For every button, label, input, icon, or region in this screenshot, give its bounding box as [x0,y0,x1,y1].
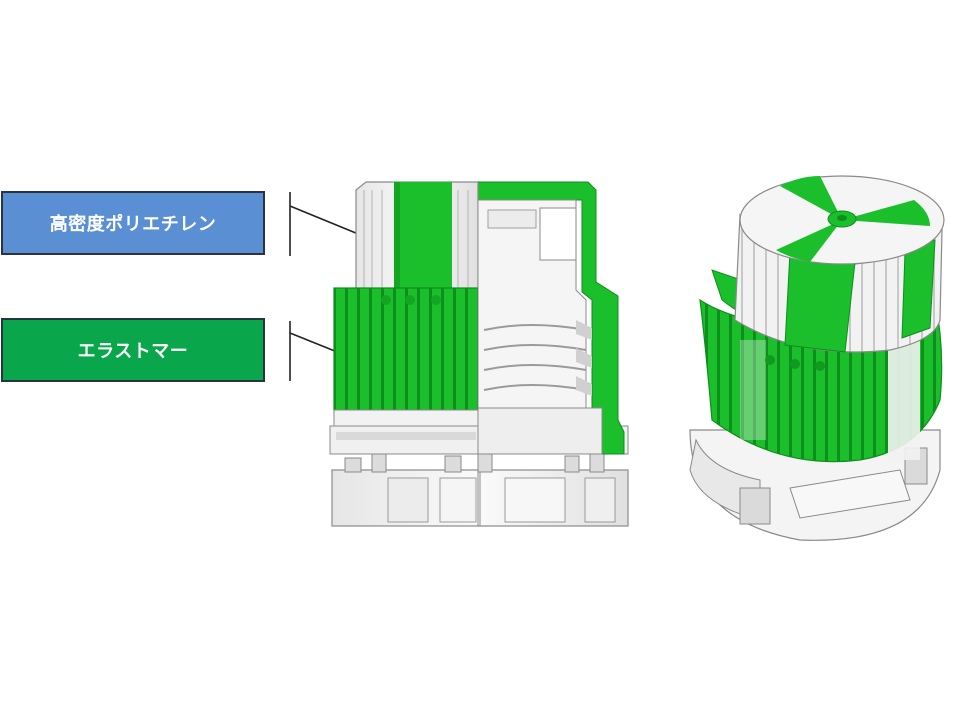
cap-section-view [329,181,629,527]
hdpe-label: 高密度ポリエチレン [1,191,265,255]
elastomer-label-text: エラストマー [77,341,189,362]
hdpe-leader [289,192,369,256]
cap-3d-view [689,175,945,541]
elastomer-label: エラストマー [1,318,265,382]
hdpe-label-text: 高密度ポリエチレン [49,214,217,235]
